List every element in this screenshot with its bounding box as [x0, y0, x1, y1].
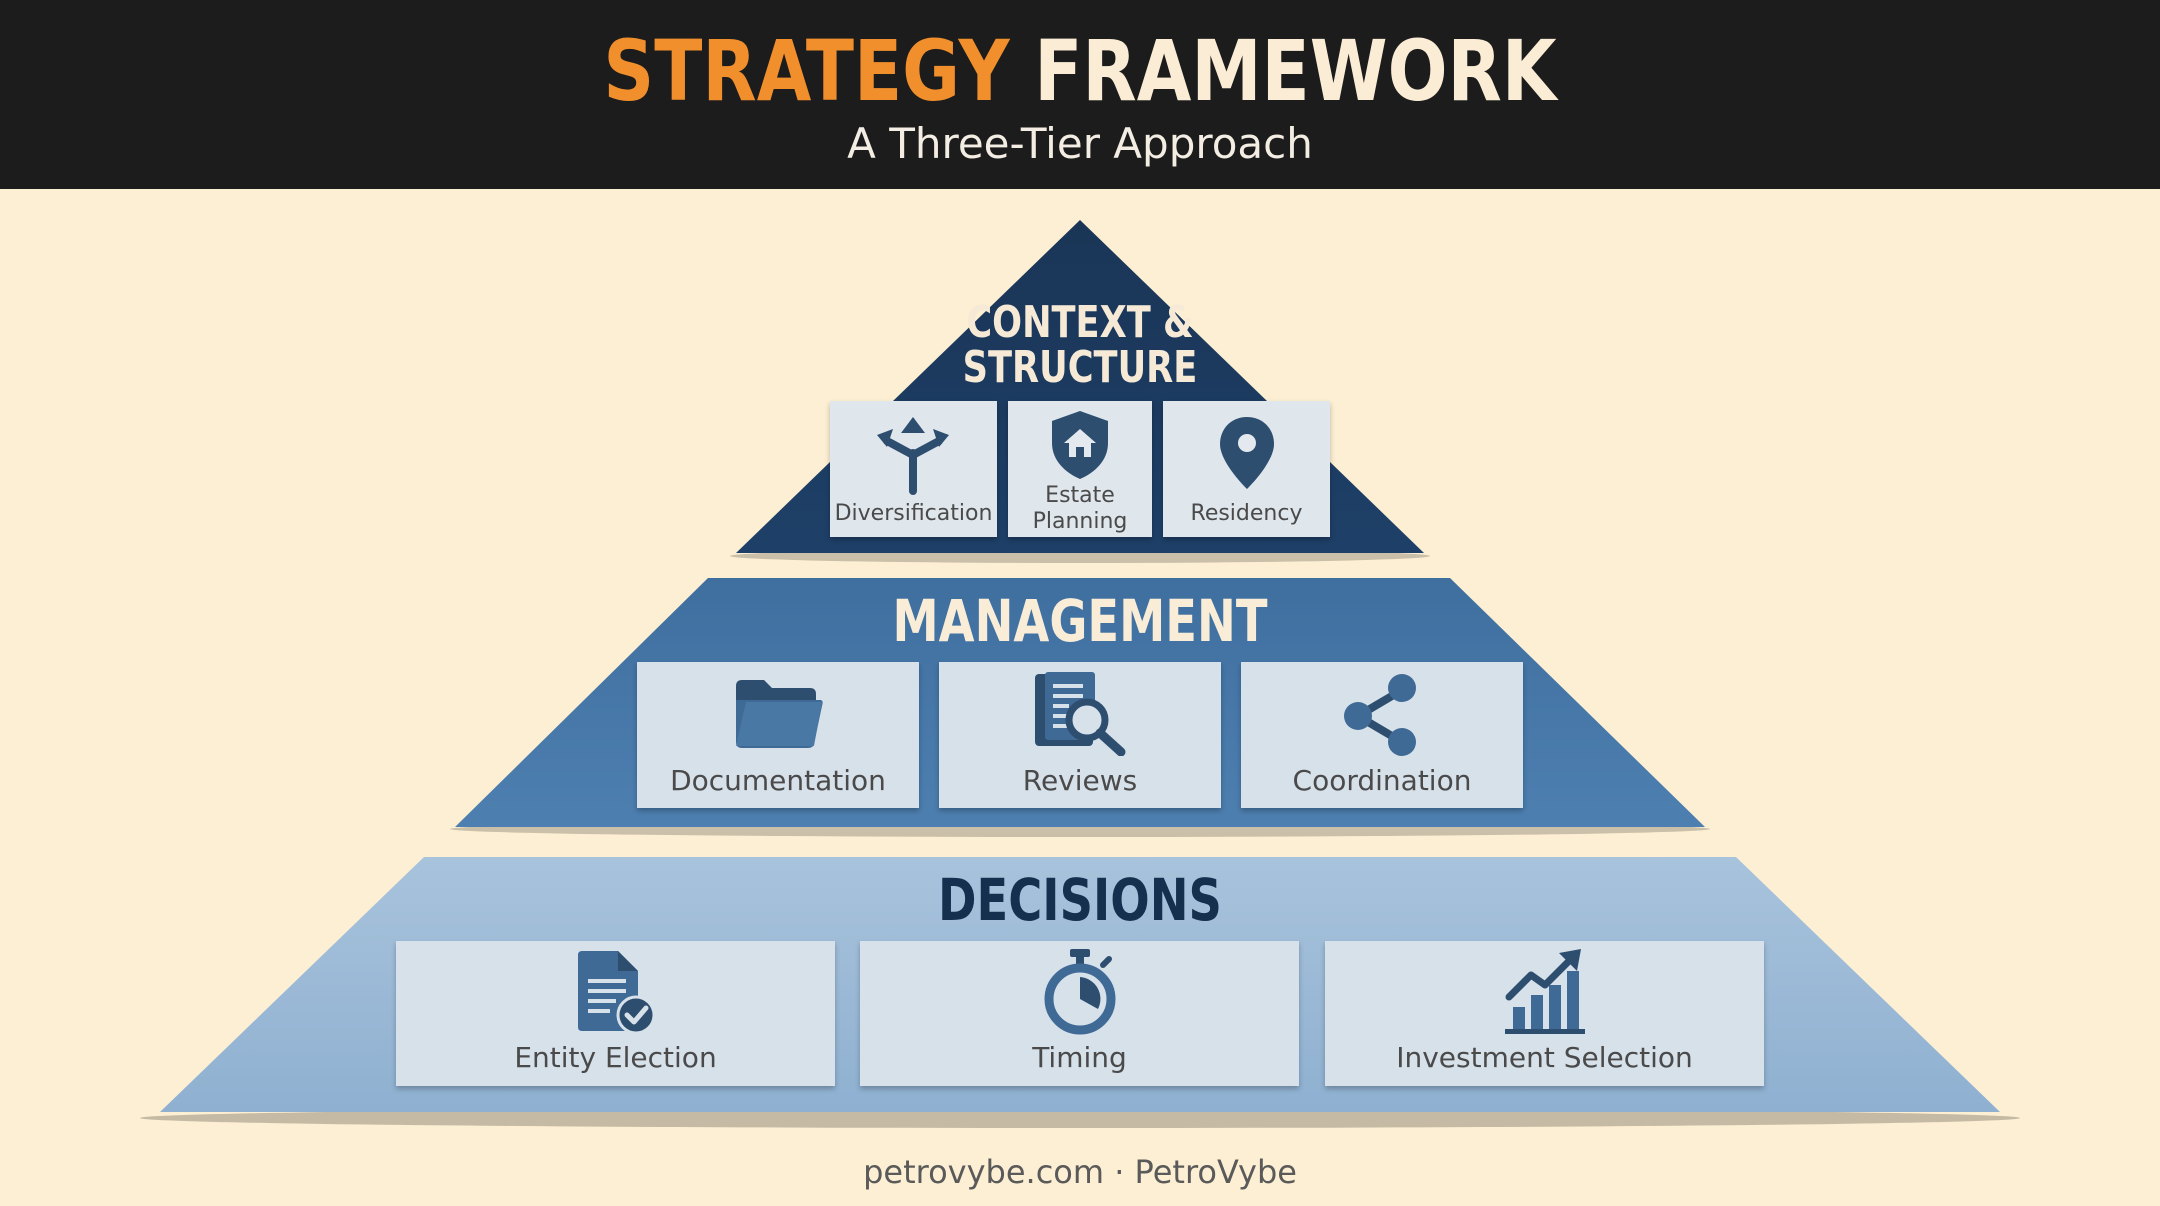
title-word-framework: FRAMEWORK — [1034, 22, 1557, 120]
bottom-tier-shadow — [140, 1108, 2020, 1128]
card-label-documentation: Documentation — [670, 764, 886, 797]
footer-credit: petrovybe.com · PetroVybe — [863, 1153, 1297, 1191]
card-investment-selection: Investment Selection — [1325, 941, 1764, 1086]
middle-tier-title: MANAGEMENT — [892, 587, 1268, 655]
card-label-coordination: Coordination — [1292, 764, 1472, 797]
document-search-icon — [1035, 672, 1126, 756]
header-bar — [0, 0, 2160, 189]
card-timing: Timing — [860, 941, 1299, 1086]
bottom-tier-title: DECISIONS — [938, 866, 1222, 934]
split-arrows-icon — [877, 417, 949, 495]
card-label-entity-election: Entity Election — [514, 1041, 717, 1074]
estate-planning-line2: Planning — [1032, 509, 1128, 534]
estate-planning-line1: Estate — [1045, 483, 1115, 508]
top-tier-title: CONTEXT & STRUCTURE — [920, 300, 1240, 390]
page-title: STRATEGY FRAMEWORK — [173, 16, 1987, 126]
card-documentation: Documentation — [637, 662, 919, 808]
title-word-strategy: STRATEGY — [603, 22, 1010, 120]
document-check-icon — [578, 951, 656, 1035]
location-pin-icon — [1220, 417, 1274, 489]
card-label-reviews: Reviews — [1022, 764, 1138, 797]
card-reviews: Reviews — [939, 662, 1221, 808]
card-label-estate-planning: Estate Planning — [1008, 483, 1152, 535]
folder-icon — [736, 680, 823, 748]
card-residency: Residency — [1163, 401, 1330, 537]
card-label-investment-selection: Investment Selection — [1396, 1041, 1693, 1074]
card-coordination: Coordination — [1241, 662, 1523, 808]
card-entity-election: Entity Election — [396, 941, 835, 1086]
growth-chart-icon — [1505, 949, 1585, 1034]
share-icon — [1344, 674, 1416, 756]
top-tier-title-line2: STRUCTURE — [962, 342, 1198, 393]
card-label-diversification: Diversification — [834, 501, 993, 526]
card-diversification: Diversification — [830, 401, 997, 537]
page-subtitle: A Three-Tier Approach — [847, 119, 1313, 168]
shield-home-icon — [1052, 411, 1108, 479]
card-estate-planning: Estate Planning — [1008, 401, 1152, 537]
card-label-timing: Timing — [1032, 1041, 1127, 1074]
card-label-residency: Residency — [1190, 501, 1303, 526]
top-tier-title-line1: CONTEXT & — [966, 297, 1194, 348]
stopwatch-icon — [1044, 949, 1116, 1035]
